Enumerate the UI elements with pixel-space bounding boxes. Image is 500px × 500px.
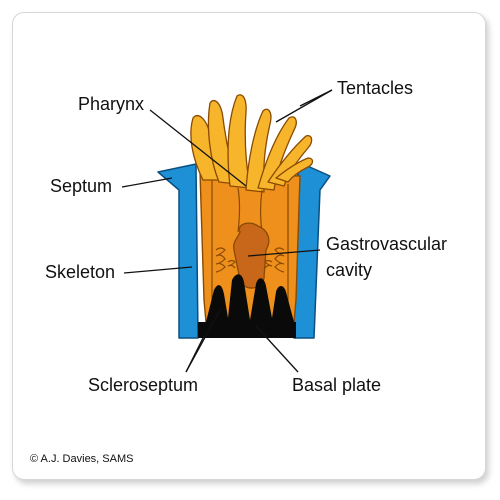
tentacle: [227, 94, 251, 189]
label-septum: Septum: [50, 176, 112, 196]
leader-lines: [121, 89, 333, 373]
label-cavity: cavity: [326, 260, 372, 280]
tentacle: [245, 108, 272, 193]
label-scleroseptum: Scleroseptum: [88, 375, 198, 395]
label-skeleton: Skeleton: [45, 262, 115, 282]
tentacles-group: [190, 94, 314, 193]
label-pharynx: Pharynx: [78, 94, 144, 114]
credit-text: © A.J. Davies, SAMS: [30, 453, 133, 465]
label-gastrovascular: Gastrovascular: [326, 234, 447, 254]
tentacle: [275, 157, 314, 183]
mesenteries: [215, 247, 285, 273]
label-basal-plate: Basal plate: [292, 375, 381, 395]
label-tentacles: Tentacles: [337, 78, 413, 98]
basal-plate-shape: [198, 274, 296, 338]
internal-septa-lines: [211, 180, 289, 320]
skeleton-left-wall: [157, 163, 199, 339]
